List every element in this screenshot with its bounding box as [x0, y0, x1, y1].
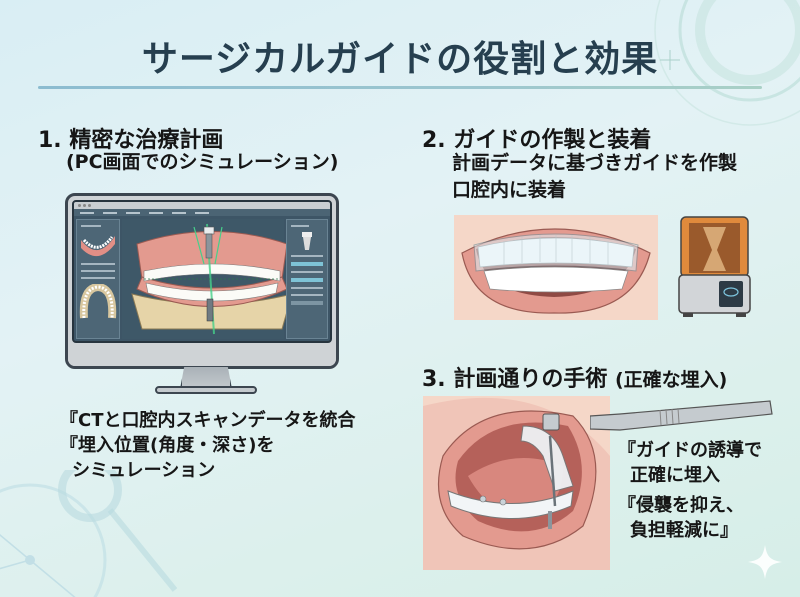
section-1-bullet-1: 『CTと口腔内スキャンデータを統合 [60, 410, 356, 431]
section-3-heading-main: 3. 計画通りの手術 [422, 367, 608, 392]
monitor-stand-base [155, 386, 257, 394]
section-2-line-1: 計画データに基づきガイドを作製 [452, 152, 738, 174]
section-3-bullet-2-cont: 負担軽減に』 [630, 520, 738, 541]
planning-software-screen [72, 200, 332, 343]
sparkle-icon [748, 545, 782, 579]
software-left-panel [76, 219, 120, 339]
section-3-heading-note: (正確な埋入) [615, 369, 728, 391]
monitor-chin [68, 343, 336, 366]
section-1-bullet-2: 『埋入位置(角度・深さ)を [60, 435, 275, 456]
planning-software-monitor [65, 193, 339, 369]
guided-drill-in-mouth-illustration [423, 396, 610, 570]
section-2-line-2: 口腔内に装着 [452, 179, 567, 201]
page-title: サージカルガイドの役割と効果 [141, 39, 659, 80]
section-1-subheading: (PC画面でのシミュレーション) [66, 151, 339, 173]
surgical-guide-on-teeth-illustration [454, 215, 658, 320]
section-1-heading: 1. 精密な治療計画 [38, 128, 224, 153]
section-3-heading: 3. 計画通りの手術 (正確な埋入) [422, 361, 727, 393]
software-right-panel [286, 219, 328, 339]
section-1-bullet-2-cont: シミュレーション [72, 460, 216, 481]
section-3-bullet-1: 『ガイドの誘導で [618, 440, 762, 461]
section-3-bullet-1-cont: 正確に埋入 [630, 465, 720, 486]
section-2-heading: 2. ガイドの作製と装着 [422, 128, 652, 153]
3d-jaw-model-view [122, 219, 293, 339]
3d-printer-illustration [677, 215, 752, 318]
title-divider [38, 86, 762, 89]
decorative-dental-mirror-icon [0, 470, 178, 597]
section-3-bullet-2: 『侵襲を抑え、 [618, 495, 744, 516]
